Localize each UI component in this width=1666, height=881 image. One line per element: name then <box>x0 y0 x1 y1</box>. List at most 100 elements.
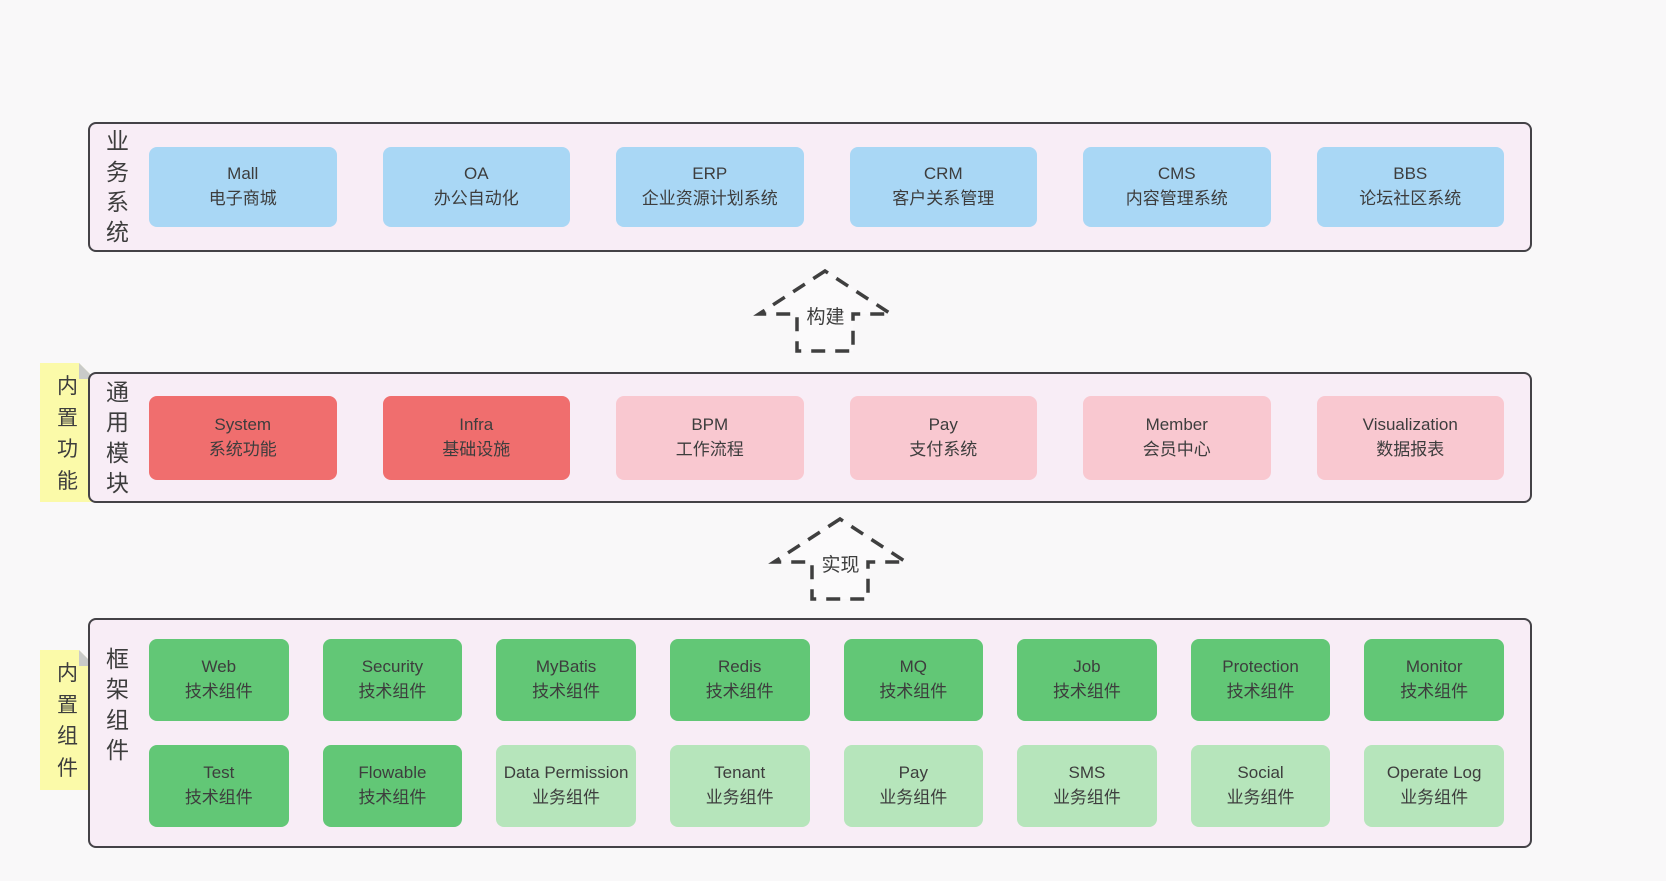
node-subtitle: 技术组件 <box>705 682 774 701</box>
common-modules-row: System 系统功能 Infra 基础设施 BPM 工作流程 Pay 支付系统… <box>149 395 1504 480</box>
node-web: Web 技术组件 <box>149 639 289 721</box>
node-title: BPM <box>691 414 729 434</box>
node-title: CMS <box>1157 164 1196 184</box>
node-subtitle: 企业资源计划系统 <box>641 189 778 208</box>
layer-framework-components: 框架组件 Web 技术组件 Security 技术组件 MyBatis 技术组件… <box>88 618 1532 848</box>
node-mybatis: MyBatis 技术组件 <box>496 639 636 721</box>
node-pay-component: Pay 业务组件 <box>843 745 984 827</box>
arrow-implement: 实现 <box>768 516 913 602</box>
framework-components-row-1: Web 技术组件 Security 技术组件 MyBatis 技术组件 Redi… <box>149 639 1504 721</box>
node-subtitle: 系统功能 <box>208 439 277 459</box>
node-subtitle: 技术组件 <box>532 682 601 701</box>
node-title: Tenant <box>714 763 766 783</box>
node-cms: CMS 内容管理系统 <box>1083 147 1271 227</box>
node-title: Test <box>203 763 235 783</box>
node-subtitle: 支付系统 <box>909 439 978 459</box>
layer-business-systems: 业务系统 Mall 电子商城 OA 办公自动化 ERP 企业资源计划系统 CRM… <box>88 122 1532 252</box>
node-erp: ERP 企业资源计划系统 <box>616 147 804 227</box>
node-title: MQ <box>899 657 927 677</box>
sticky-note-label: 内置功能 <box>56 375 78 493</box>
node-subtitle: 会员中心 <box>1142 439 1211 459</box>
sticky-note-built-in-features: 内置功能 <box>40 363 95 502</box>
node-monitor: Monitor 技术组件 <box>1364 639 1504 721</box>
node-security: Security 技术组件 <box>322 639 463 721</box>
node-mq: MQ 技术组件 <box>843 639 984 721</box>
node-subtitle: 技术组件 <box>358 788 427 807</box>
node-subtitle: 业务组件 <box>1400 788 1469 807</box>
node-bpm: BPM 工作流程 <box>616 395 804 480</box>
node-title: Redis <box>717 657 762 677</box>
node-social: Social 业务组件 <box>1190 745 1331 827</box>
node-title: Mall <box>227 164 259 184</box>
node-operate-log: Operate Log 业务组件 <box>1364 745 1504 827</box>
node-title: Job <box>1073 657 1101 677</box>
node-title: Flowable <box>358 763 427 783</box>
node-title: Pay <box>928 414 958 434</box>
arrow-label-build: 构建 <box>803 302 848 329</box>
node-title: Web <box>201 657 237 677</box>
node-subtitle: 业务组件 <box>879 788 948 807</box>
node-title: Member <box>1145 414 1208 434</box>
node-title: Social <box>1237 763 1284 783</box>
node-title: Data Permission <box>503 763 629 783</box>
node-protection: Protection 技术组件 <box>1190 639 1331 721</box>
node-subtitle: 基础设施 <box>442 439 511 459</box>
node-title: Operate Log <box>1386 763 1482 783</box>
node-subtitle: 电子商城 <box>208 189 277 208</box>
node-subtitle: 办公自动化 <box>433 189 519 208</box>
node-title: Security <box>361 657 424 677</box>
node-title: Pay <box>898 763 928 783</box>
node-system: System 系统功能 <box>149 395 337 480</box>
node-subtitle: 论坛社区系统 <box>1359 189 1462 208</box>
node-member: Member 会员中心 <box>1083 395 1271 480</box>
node-title: OA <box>463 164 489 184</box>
node-title: MyBatis <box>535 657 597 677</box>
node-subtitle: 技术组件 <box>1226 682 1295 701</box>
node-visualization: Visualization 数据报表 <box>1316 395 1504 480</box>
node-oa: OA 办公自动化 <box>382 147 570 227</box>
business-systems-row: Mall 电子商城 OA 办公自动化 ERP 企业资源计划系统 CRM 客户关系… <box>149 147 1504 227</box>
node-subtitle: 业务组件 <box>1226 788 1295 807</box>
layer-label-business-systems: 业务系统 <box>106 128 129 246</box>
node-subtitle: 内容管理系统 <box>1125 189 1228 208</box>
node-subtitle: 业务组件 <box>532 788 601 807</box>
node-subtitle: 技术组件 <box>1052 682 1121 701</box>
arrow-label-implement: 实现 <box>818 550 863 577</box>
node-title: ERP <box>692 164 728 184</box>
node-test: Test 技术组件 <box>149 745 289 827</box>
node-infra: Infra 基础设施 <box>382 395 570 480</box>
node-subtitle: 数据报表 <box>1376 439 1445 459</box>
node-mall: Mall 电子商城 <box>149 147 337 227</box>
node-crm: CRM 客户关系管理 <box>849 147 1037 227</box>
node-redis: Redis 技术组件 <box>669 639 810 721</box>
node-subtitle: 工作流程 <box>675 439 744 459</box>
arrow-build: 构建 <box>753 268 898 354</box>
node-flowable: Flowable 技术组件 <box>322 745 463 827</box>
node-subtitle: 技术组件 <box>358 682 427 701</box>
framework-components-row-2: Test 技术组件 Flowable 技术组件 Data Permission … <box>149 745 1504 827</box>
layer-common-modules: 通用模块 System 系统功能 Infra 基础设施 BPM 工作流程 Pay… <box>88 372 1532 503</box>
node-subtitle: 业务组件 <box>705 788 774 807</box>
node-data-permission: Data Permission 业务组件 <box>496 745 636 827</box>
node-subtitle: 技术组件 <box>1400 682 1469 701</box>
node-title: Protection <box>1222 657 1299 677</box>
node-subtitle: 客户关系管理 <box>892 189 995 208</box>
layer-label-framework-components: 框架组件 <box>106 646 129 764</box>
node-bbs: BBS 论坛社区系统 <box>1316 147 1504 227</box>
node-subtitle: 技术组件 <box>184 682 253 701</box>
node-title: SMS <box>1068 763 1106 783</box>
node-subtitle: 业务组件 <box>1052 788 1121 807</box>
node-title: BBS <box>1393 164 1428 184</box>
layer-label-common-modules: 通用模块 <box>106 378 129 496</box>
sticky-note-built-in-components: 内置组件 <box>40 650 95 790</box>
node-title: Visualization <box>1362 414 1458 434</box>
node-tenant: Tenant 业务组件 <box>669 745 810 827</box>
node-title: CRM <box>923 164 963 184</box>
node-job: Job 技术组件 <box>1017 639 1157 721</box>
node-pay-system: Pay 支付系统 <box>849 395 1037 480</box>
node-title: System <box>214 414 272 434</box>
node-subtitle: 技术组件 <box>184 788 253 807</box>
node-subtitle: 技术组件 <box>879 682 948 701</box>
node-title: Infra <box>459 414 494 434</box>
node-title: Monitor <box>1405 657 1463 677</box>
